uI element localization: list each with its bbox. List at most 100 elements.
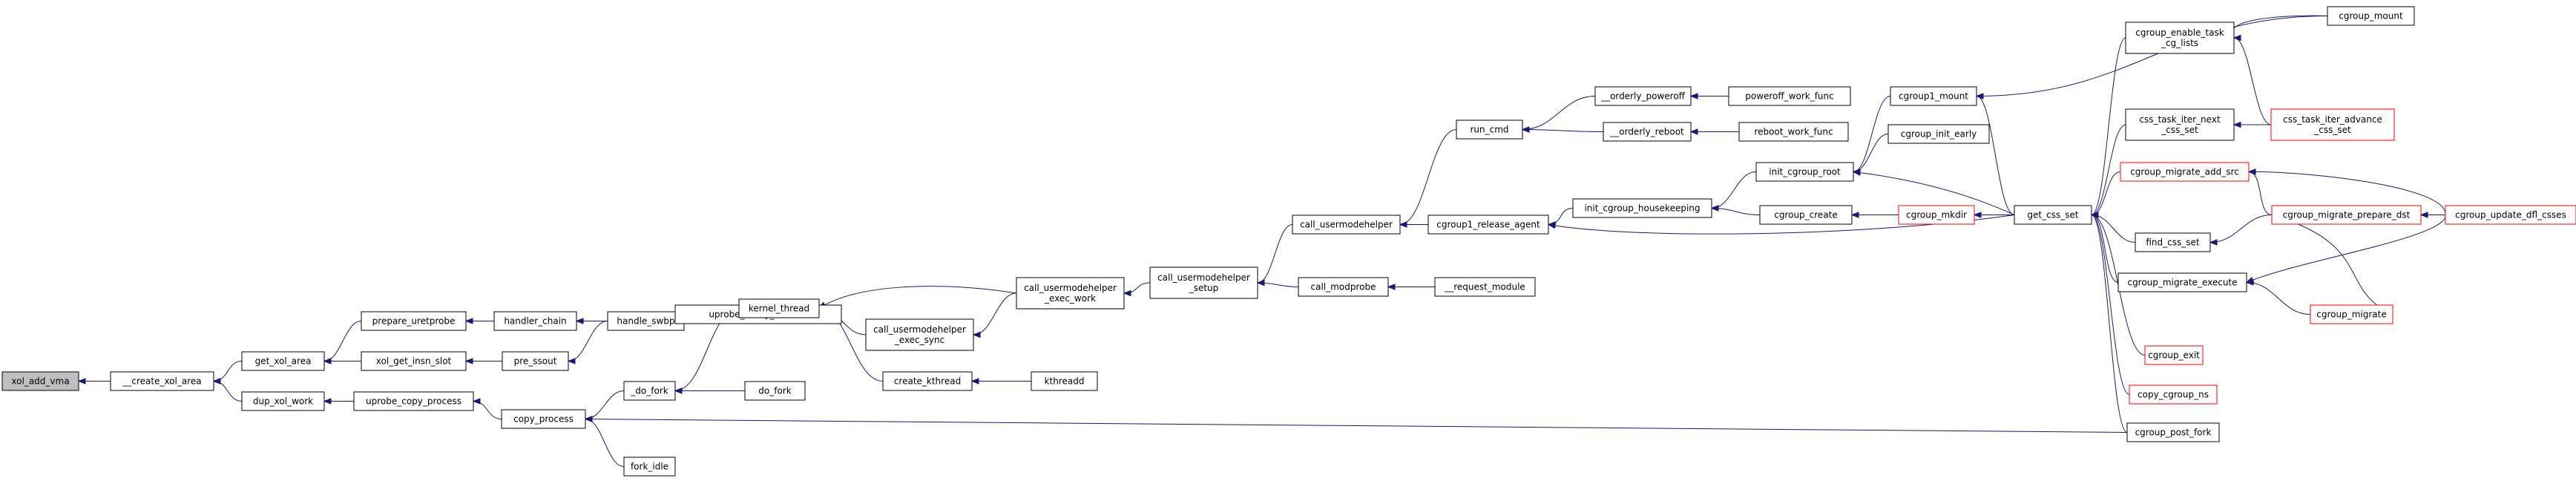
- node-cgroup_enable_task_cg_lists[interactable]: cgroup_enable_task_cg_lists: [2125, 22, 2235, 54]
- node-orderly_reboot[interactable]: __orderly_reboot: [1603, 122, 1692, 142]
- node-box: [1890, 86, 1977, 106]
- node-xol_add_vma[interactable]: xol_add_vma: [1, 371, 79, 391]
- node-pre_ssout[interactable]: pre_ssout: [502, 351, 569, 371]
- node-reboot_work_func[interactable]: reboot_work_func: [1738, 122, 1849, 142]
- node-cgroup_create[interactable]: cgroup_create: [1759, 205, 1853, 225]
- node-label: call_usermodehelper: [873, 324, 966, 335]
- call-edge-reboot_work_func-to-orderly_reboot: [1689, 128, 1739, 135]
- call-edge-cgroup_migrate_execute-to-get_css_set: [2090, 212, 2119, 283]
- node-do_fork[interactable]: do_fork: [744, 381, 806, 401]
- node-kthreadd[interactable]: kthreadd: [1031, 371, 1098, 391]
- call-edge-dup_xol_work-to-create_xol_area: [212, 378, 243, 402]
- node-copy_cgroup_ns[interactable]: copy_cgroup_ns: [2129, 385, 2218, 405]
- node-box: [607, 311, 685, 331]
- node-cgroup_init_early[interactable]: cgroup_init_early: [1887, 124, 1990, 144]
- node-box: [361, 311, 467, 331]
- node-label: handler_chain: [504, 316, 566, 327]
- edge-line: [1399, 129, 1457, 225]
- node-cgroup_migrate_prepare_dst[interactable]: cgroup_migrate_prepare_dst: [2271, 205, 2422, 225]
- node-xol_get_insn_slot[interactable]: xol_get_insn_slot: [361, 351, 467, 371]
- arrowhead-icon: [472, 398, 481, 405]
- node-cgroup1_mount[interactable]: cgroup1_mount: [1890, 86, 1977, 106]
- node-create_xol_area[interactable]: __create_xol_area: [110, 371, 214, 391]
- node-box: [1016, 277, 1125, 310]
- node-cgroup_update_dfl_csses[interactable]: cgroup_update_dfl_csses: [2445, 205, 2576, 225]
- call-edge-uprobe_copy_process-to-dup_xol_work: [323, 398, 354, 405]
- node-label: create_kthread: [894, 376, 961, 387]
- node-box: [865, 318, 974, 351]
- arrowhead-icon: [1689, 93, 1698, 99]
- edge-line: [1711, 171, 1757, 209]
- node-call_modprobe[interactable]: call_modprobe: [1298, 277, 1389, 297]
- node-label: copy_process: [513, 414, 574, 425]
- arrowhead-icon: [323, 398, 332, 405]
- node-cgroup_post_fork[interactable]: cgroup_post_fork: [2126, 422, 2220, 442]
- node-run_cmd[interactable]: run_cmd: [1456, 120, 1523, 140]
- node-box: [1456, 120, 1523, 140]
- node-create_kthread[interactable]: create_kthread: [882, 371, 973, 391]
- node-box: [2135, 232, 2211, 252]
- node-do_fork_inner[interactable]: _do_fork: [623, 381, 676, 401]
- node-handle_swbp[interactable]: handle_swbp: [607, 311, 685, 331]
- node-label: do_fork: [758, 386, 791, 396]
- node-label: copy_cgroup_ns: [2138, 390, 2209, 400]
- arrowhead-icon: [1123, 289, 1131, 297]
- node-box: [353, 391, 474, 411]
- node-cgroup1_release_agent[interactable]: cgroup1_release_agent: [1427, 215, 1549, 235]
- node-cu_setup[interactable]: call_usermodehelper_setup: [1149, 266, 1258, 299]
- node-find_css_set[interactable]: find_css_set: [2135, 232, 2211, 252]
- node-box: [1898, 205, 1975, 225]
- node-label: cgroup_post_fork: [2135, 428, 2212, 438]
- node-label: kthreadd: [1045, 376, 1085, 387]
- node-copy_process[interactable]: copy_process: [501, 409, 586, 429]
- node-dup_xol_work[interactable]: dup_xol_work: [241, 391, 325, 411]
- edge-line: [585, 419, 625, 467]
- call-edge-cgroup_migrate_prepare_dst-to-find_css_set: [2209, 215, 2273, 246]
- node-label: __request_module: [1444, 282, 1525, 292]
- node-label: _css_set: [2161, 125, 2198, 135]
- node-label: call_usermodehelper: [1157, 272, 1250, 283]
- node-orderly_poweroff[interactable]: __orderly_poweroff: [1594, 86, 1692, 106]
- node-poweroff_work_func[interactable]: poweroff_work_func: [1728, 86, 1851, 106]
- node-label: pre_ssout: [514, 356, 557, 367]
- node-box: [1298, 277, 1389, 297]
- edge-line: [1853, 134, 1889, 172]
- node-cgroup_exit[interactable]: cgroup_exit: [2144, 345, 2204, 365]
- node-label: cgroup_init_early: [1901, 129, 1977, 140]
- node-uprobe_copy_process[interactable]: uprobe_copy_process: [353, 391, 474, 411]
- node-init_cgroup_housekeeping[interactable]: init_cgroup_housekeeping: [1572, 198, 1712, 218]
- node-get_css_set[interactable]: get_css_set: [2014, 205, 2092, 225]
- node-cgroup_migrate_add_src[interactable]: cgroup_migrate_add_src: [2120, 162, 2250, 182]
- node-init_cgroup_root[interactable]: init_cgroup_root: [1755, 162, 1854, 182]
- node-cgroup_migrate_execute[interactable]: cgroup_migrate_execute: [2117, 272, 2247, 292]
- edge-line: [2091, 171, 2121, 215]
- node-handler_chain[interactable]: handler_chain: [493, 311, 577, 331]
- node-css_task_iter_next_css_set[interactable]: css_task_iter_next_css_set: [2125, 108, 2235, 141]
- edge-line: [1711, 208, 1761, 215]
- arrowhead-icon: [970, 378, 979, 385]
- arrowhead-icon: [2090, 212, 2099, 218]
- node-get_xol_area[interactable]: get_xol_area: [241, 351, 325, 371]
- call-edge-pre_ssout-to-xol_get_insn_slot: [464, 358, 502, 364]
- node-kernel_thread[interactable]: kernel_thread: [738, 298, 820, 318]
- edge-line: [2233, 37, 2272, 125]
- node-cu_exec_work[interactable]: call_usermodehelper_exec_work: [1016, 277, 1125, 310]
- node-cgroup_mount[interactable]: cgroup_mount: [2327, 6, 2415, 26]
- edge-line: [585, 390, 625, 419]
- node-box: [744, 381, 806, 401]
- node-css_task_iter_advance_css_set[interactable]: css_task_iter_advance_css_set: [2270, 108, 2395, 141]
- node-call_usermodehelper[interactable]: call_usermodehelper: [1292, 215, 1401, 235]
- node-cgroup_mkdir[interactable]: cgroup_mkdir: [1898, 205, 1975, 225]
- node-label: init_cgroup_root: [1769, 167, 1841, 177]
- edge-layer: [77, 15, 2446, 467]
- node-cu_exec_sync[interactable]: call_usermodehelper_exec_sync: [865, 318, 974, 351]
- node-fork_idle[interactable]: fork_idle: [623, 457, 676, 477]
- node-label: cgroup_migrate: [2316, 310, 2386, 320]
- node-prepare_uretprobe[interactable]: prepare_uretprobe: [361, 311, 467, 331]
- node-label: cgroup_migrate_execute: [2127, 278, 2237, 288]
- node-cgroup_migrate[interactable]: cgroup_migrate: [2310, 304, 2393, 324]
- node-label: poweroff_work_func: [1745, 91, 1834, 102]
- call-edge-get_css_set-to-init_cgroup_root: [1852, 169, 2015, 215]
- node-request_module[interactable]: __request_module: [1434, 277, 1536, 297]
- call-edge-orderly_reboot-to-run_cmd: [1521, 126, 1604, 133]
